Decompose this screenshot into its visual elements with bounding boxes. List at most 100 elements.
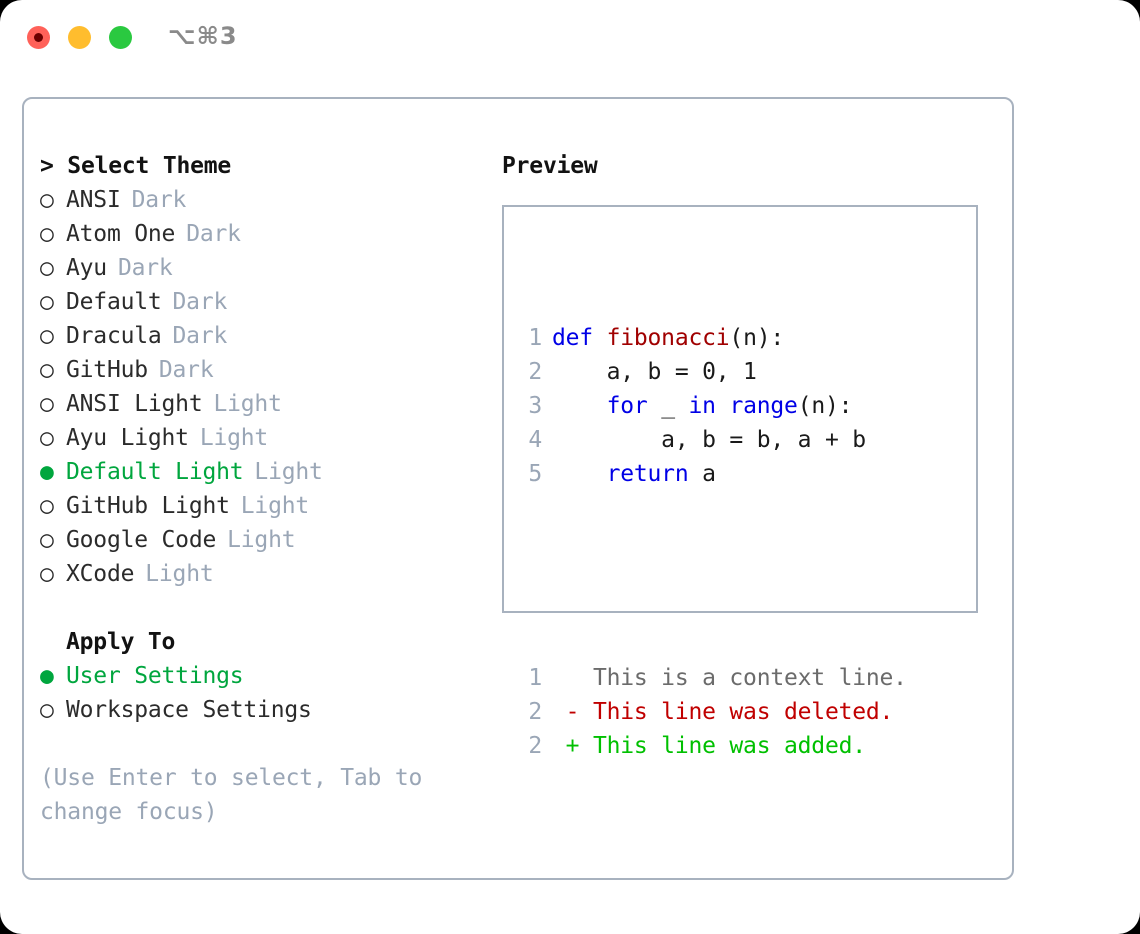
theme-option-tag: Dark: [158, 357, 214, 383]
radio-unselected-icon: ○: [40, 221, 54, 247]
code-token: a, b = b, a + b: [552, 427, 866, 453]
radio-selected-icon: ●: [40, 663, 54, 689]
line-number: 5: [528, 461, 542, 487]
code-line: 4 a, b = b, a + b: [516, 423, 907, 457]
code-token: return: [606, 461, 689, 487]
code-line: 5 return a: [516, 457, 907, 491]
radio-unselected-icon: ○: [40, 289, 54, 315]
theme-option-ansi-light[interactable]: ○ ANSI Light Light: [40, 387, 480, 421]
radio-unselected-icon: ○: [40, 391, 54, 417]
radio-unselected-icon: ○: [40, 187, 54, 213]
theme-option-label: XCode: [66, 561, 135, 587]
theme-option-label: Default Light: [66, 459, 244, 485]
radio-unselected-icon: ○: [40, 561, 54, 587]
diff-line: 2 - This line was deleted.: [516, 695, 907, 729]
apply-to-option-list: ● User Settings ○Workspace Settings: [40, 659, 480, 727]
code-token: for: [606, 393, 648, 419]
radio-unselected-icon: ○: [40, 357, 54, 383]
code-token: - This line was deleted.: [552, 699, 894, 725]
code-token: [716, 393, 730, 419]
theme-option-default-light[interactable]: ● Default Light Light: [40, 455, 480, 489]
theme-option-google-code[interactable]: ○ Google Code Light: [40, 523, 480, 557]
code-diff-spacer: [516, 559, 907, 593]
theme-option-label: Ayu Light: [66, 425, 189, 451]
code-token: (n):: [797, 393, 853, 419]
code-token: + This line was added.: [552, 733, 866, 759]
theme-option-default[interactable]: ○ Default Dark: [40, 285, 480, 319]
theme-option-ansi[interactable]: ○ ANSI Dark: [40, 183, 480, 217]
line-number: 3: [528, 393, 542, 419]
theme-option-atom-one[interactable]: ○ Atom One Dark: [40, 217, 480, 251]
theme-option-label: Dracula: [66, 323, 162, 349]
keyboard-shortcut-label: ⌥⌘3: [168, 22, 238, 50]
code-token: in: [688, 393, 716, 419]
code-token: This is a context line.: [552, 665, 907, 691]
line-number: 2: [528, 359, 542, 385]
radio-unselected-icon: ○: [40, 493, 54, 519]
theme-option-tag: Light: [227, 527, 296, 553]
theme-option-tag: Light: [254, 459, 323, 485]
minimize-button[interactable]: [68, 26, 91, 49]
window-traffic-lights: [27, 26, 132, 49]
code-token: [552, 461, 607, 487]
code-token: _: [647, 393, 689, 419]
theme-option-label: Ayu: [66, 255, 107, 281]
code-token: a, b = 0, 1: [552, 359, 757, 385]
diff-line: 2 + This line was added.: [516, 729, 907, 763]
theme-option-tag: Light: [199, 425, 269, 451]
page-title: > Select Theme: [40, 153, 232, 179]
diff-snippet: 1 This is a context line.2 - This line w…: [516, 661, 907, 763]
theme-option-label: Atom One: [66, 221, 176, 247]
diff-line: 1 This is a context line.: [516, 661, 907, 695]
code-token: fibonacci: [606, 325, 730, 351]
theme-option-tag: Light: [145, 561, 214, 587]
theme-option-label: GitHub Light: [66, 493, 230, 519]
maximize-button[interactable]: [109, 26, 132, 49]
apply-to-option-workspace-settings[interactable]: ○Workspace Settings: [40, 693, 480, 727]
theme-option-label: ANSI Light: [66, 391, 203, 417]
theme-option-tag: Dark: [117, 255, 173, 281]
list-spacer: [40, 591, 480, 625]
line-number: 4: [528, 427, 542, 453]
close-button[interactable]: [27, 26, 50, 49]
theme-option-label: Default: [66, 289, 162, 315]
radio-unselected-icon: ○: [40, 527, 54, 553]
theme-option-ayu[interactable]: ○ Ayu Dark: [40, 251, 480, 285]
theme-option-label: ANSI: [66, 187, 121, 213]
code-token: (n):: [729, 325, 785, 351]
radio-selected-icon: ●: [40, 459, 54, 485]
theme-option-xcode[interactable]: ○ XCode Light: [40, 557, 480, 591]
theme-option-tag: Dark: [131, 187, 187, 213]
code-line: 2 a, b = 0, 1: [516, 355, 907, 389]
theme-option-tag: Dark: [186, 221, 241, 247]
radio-unselected-icon: ○: [40, 323, 54, 349]
code-token: def: [552, 325, 607, 351]
theme-option-tag: Light: [213, 391, 282, 417]
line-number: 2: [528, 699, 542, 725]
code-token: a: [688, 461, 716, 487]
preview-title: Preview: [502, 153, 598, 179]
theme-option-tag: Dark: [172, 289, 228, 315]
radio-unselected-icon: ○: [40, 255, 54, 281]
title-bar: ⌥⌘3: [0, 0, 1140, 76]
apply-to-option-label: User Settings: [66, 663, 244, 689]
apply-to-option-label: Workspace Settings: [66, 697, 312, 723]
line-number: 2: [528, 733, 542, 759]
code-line: 3 for _ in range(n):: [516, 389, 907, 423]
radio-unselected-icon: ○: [40, 425, 54, 451]
apply-to-option-user-settings[interactable]: ● User Settings: [40, 659, 480, 693]
theme-option-label: Google Code: [66, 527, 217, 553]
theme-option-ayu-light[interactable]: ○ Ayu Light Light: [40, 421, 480, 455]
keyboard-hint-text: (Use Enter to select, Tab to change focu…: [40, 765, 423, 825]
